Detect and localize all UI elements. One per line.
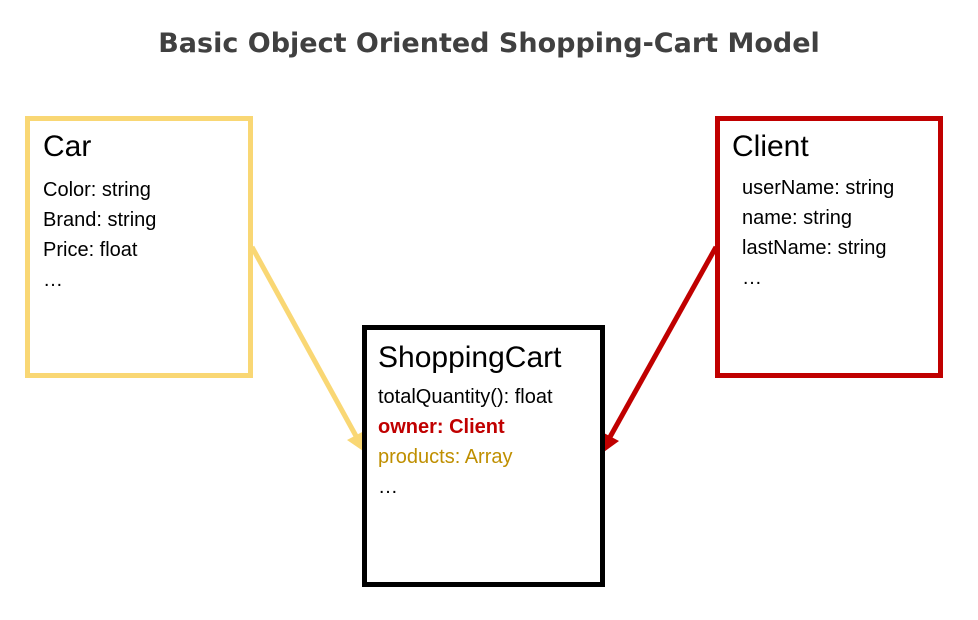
shoppingcart-class-box: ShoppingCart totalQuantity(): float owne… [362, 325, 605, 587]
client-field: lastName: string [742, 237, 887, 259]
cart-method-total-quantity: totalQuantity(): float [378, 386, 553, 408]
car-field: Color: string [43, 179, 151, 201]
shoppingcart-field-list: totalQuantity(): float owner: Client pro… [378, 382, 600, 502]
client-field: userName: string [742, 177, 895, 199]
car-field: … [43, 269, 63, 291]
cart-field-products: products: Array [378, 446, 513, 468]
car-field: Price: float [43, 239, 138, 261]
cart-field-owner: owner: Client [378, 416, 505, 438]
shoppingcart-class-name: ShoppingCart [378, 341, 562, 374]
client-field: name: string [742, 207, 853, 229]
car-field-list: Color: string Brand: string Price: float… [43, 175, 248, 295]
client-class-box: Client userName: string name: string las… [715, 116, 943, 378]
client-field: … [742, 267, 762, 289]
car-to-cart-arrow [249, 245, 366, 453]
car-class-box: Car Color: string Brand: string Price: f… [25, 116, 253, 378]
diagram-title: Basic Object Oriented Shopping-Cart Mode… [158, 28, 820, 59]
cart-field-more: … [378, 476, 398, 498]
client-to-cart-arrow [601, 245, 719, 454]
car-field: Brand: string [43, 209, 157, 231]
car-class-name: Car [43, 130, 92, 163]
client-field-list: userName: string name: string lastName: … [732, 173, 938, 293]
client-class-name: Client [732, 130, 809, 163]
